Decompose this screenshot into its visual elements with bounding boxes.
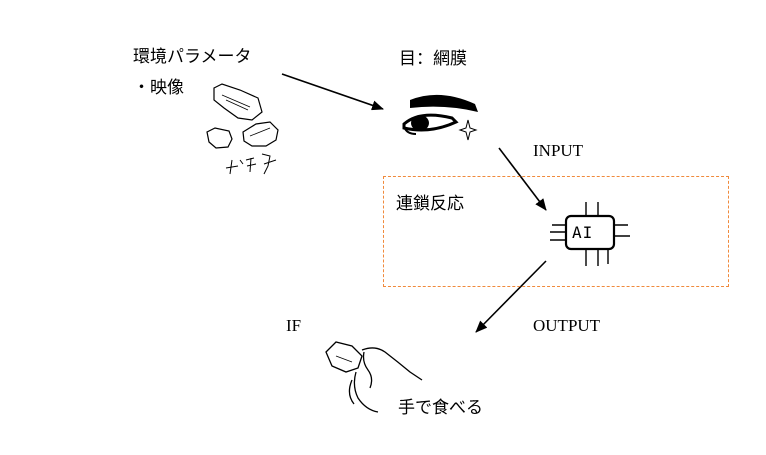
video-label: ・映像 xyxy=(133,78,184,98)
if-label: IF xyxy=(286,316,302,335)
arrow-env-to-eye xyxy=(281,73,384,111)
chain-reaction-label: 連鎖反応 xyxy=(396,194,464,214)
env-params-label: 環境パラメータ xyxy=(133,47,252,67)
eye-drawing xyxy=(402,94,478,141)
ai-chip-label: AI xyxy=(572,223,594,242)
potato-chips-drawing xyxy=(206,83,279,175)
input-label: INPUT xyxy=(533,141,584,160)
chain-reaction-dashed-box xyxy=(383,176,729,287)
arrow-ai-to-hand xyxy=(475,260,547,333)
eye-retina-label: 目：網膜 xyxy=(399,49,467,69)
ai-chip-drawing xyxy=(550,202,630,266)
arrow-eye-to-ai xyxy=(498,147,547,211)
eat-by-hand-label: 手で食べる xyxy=(398,398,483,418)
output-label: OUTPUT xyxy=(533,316,601,335)
hand-drawing xyxy=(325,341,423,413)
